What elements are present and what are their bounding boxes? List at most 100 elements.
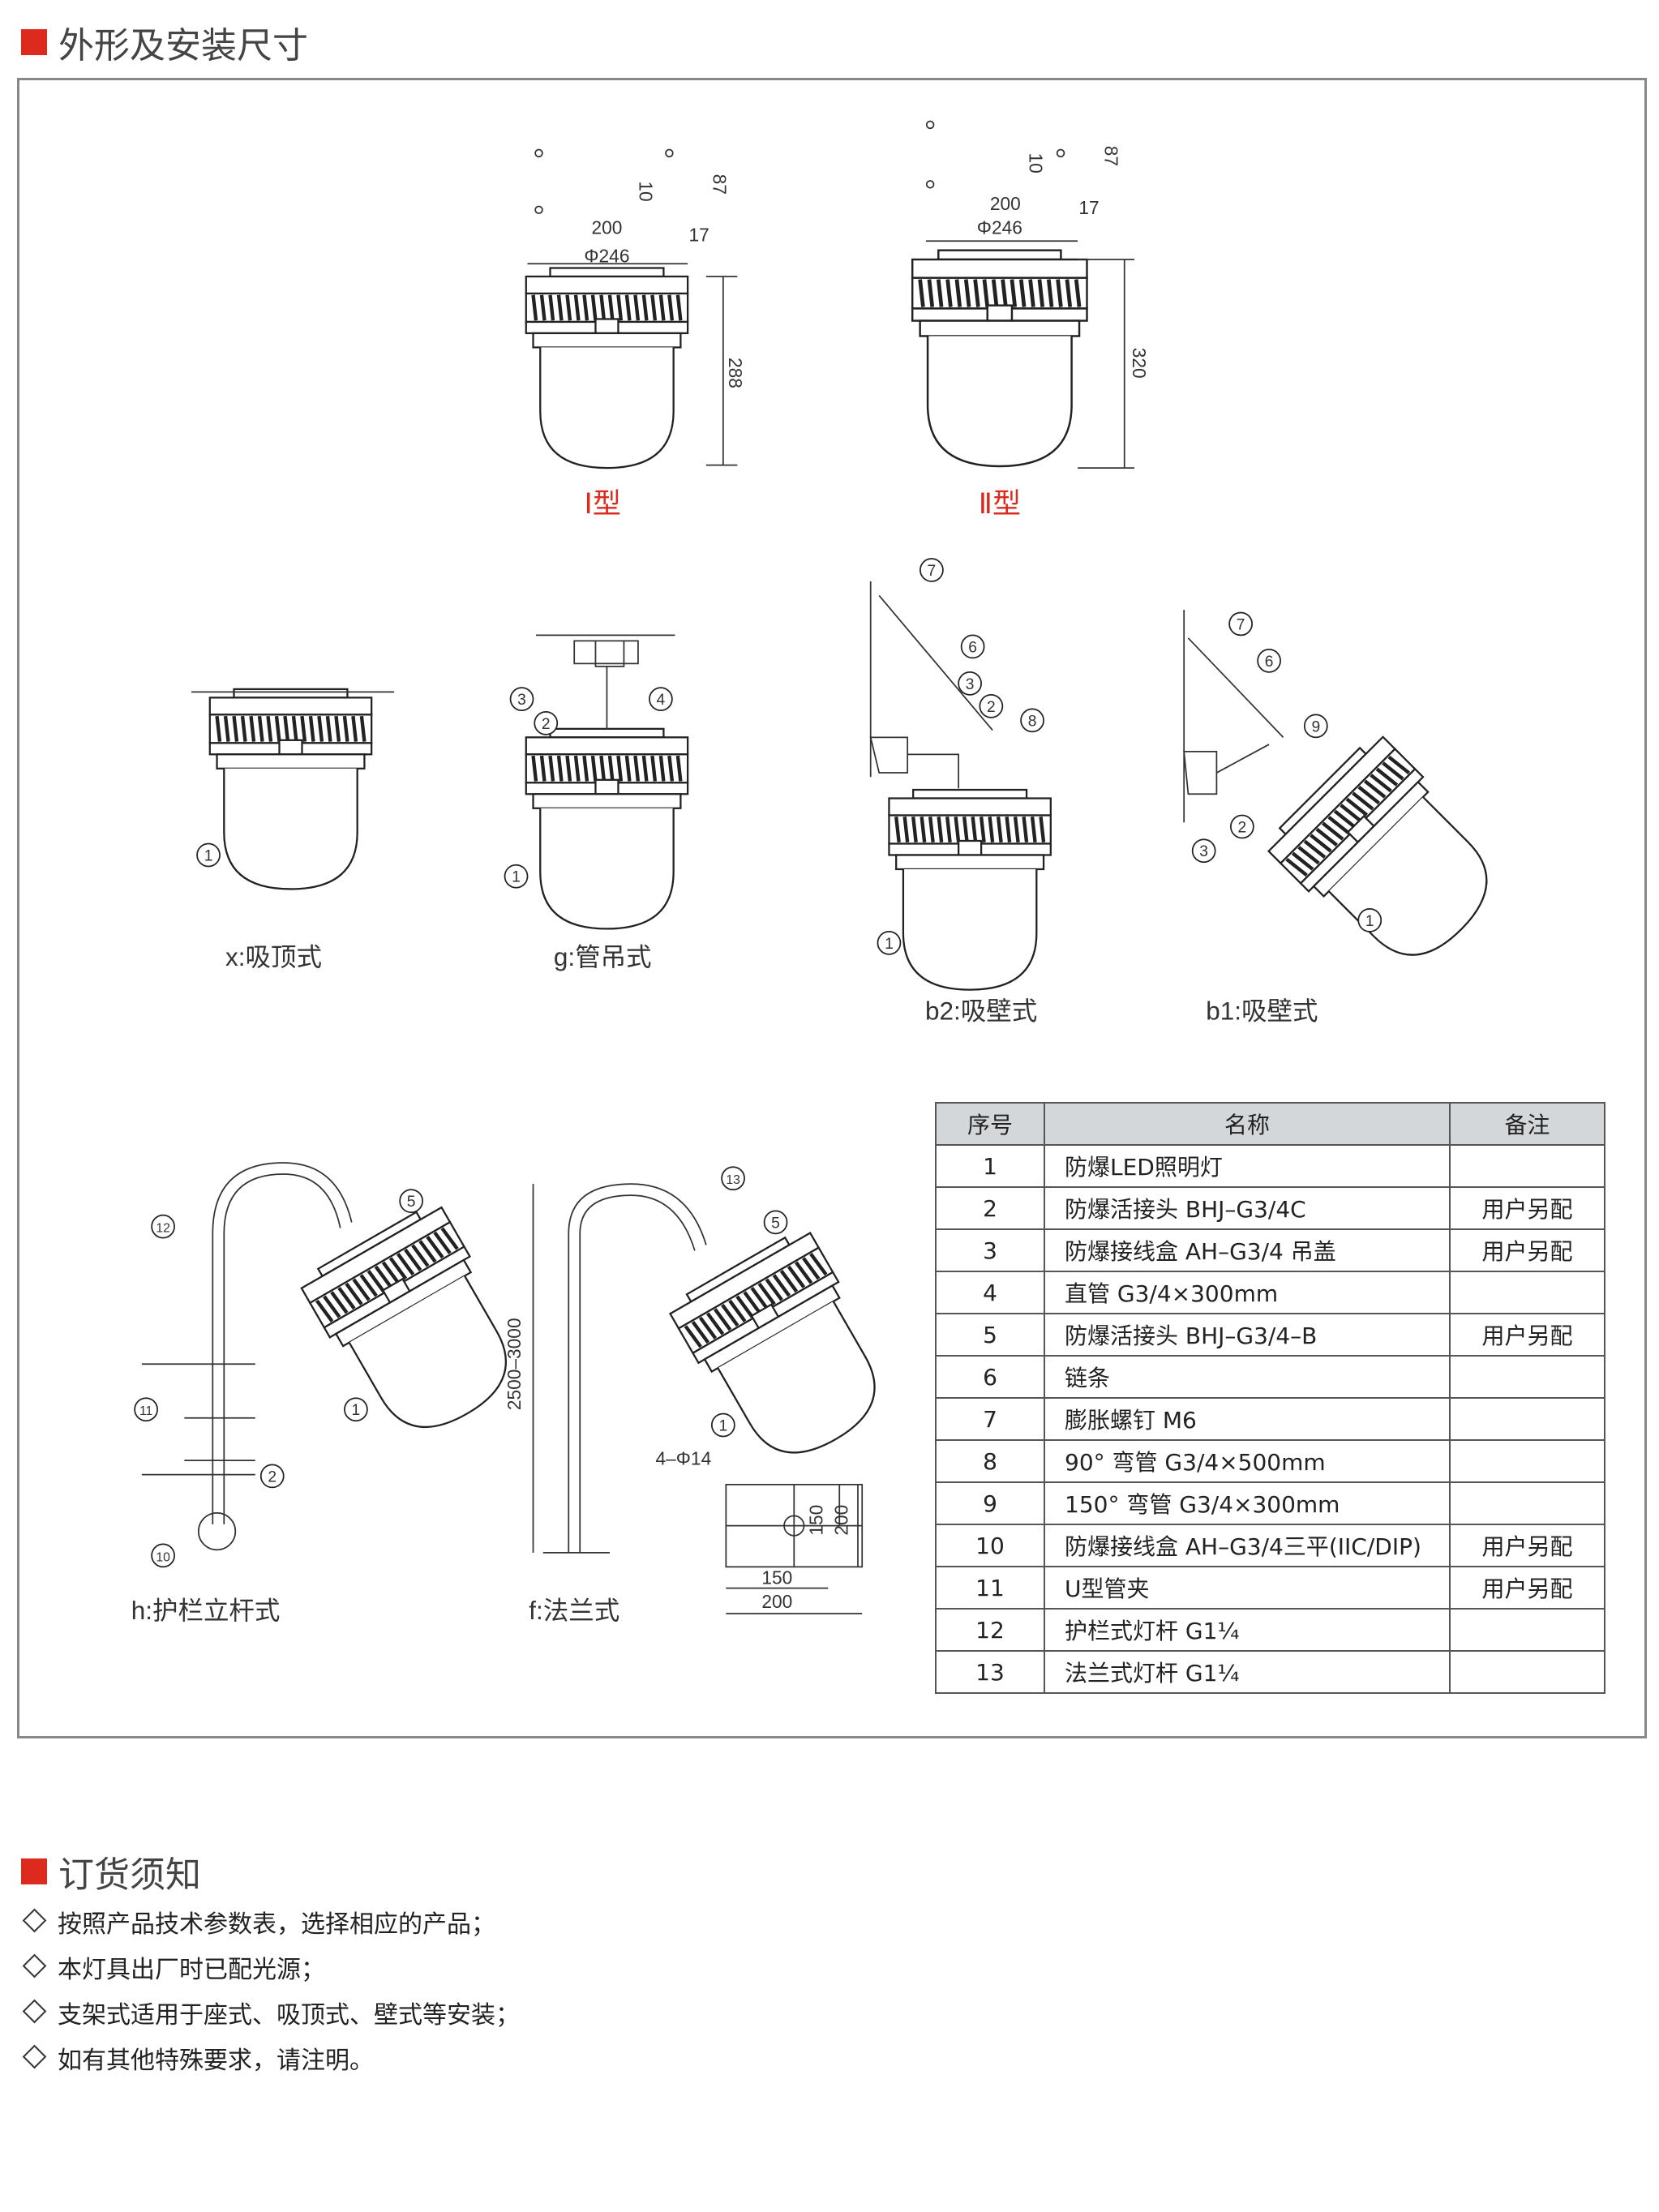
lamp-wall-b2 <box>889 790 1050 990</box>
callout-number: 1 <box>885 936 894 953</box>
dim-label: 10 <box>1026 152 1047 173</box>
dim-label: 17 <box>1078 197 1099 218</box>
drawing-line <box>573 640 639 665</box>
cell-remark: 用户另配 <box>1449 1524 1605 1567</box>
drawing-line <box>568 1183 707 1553</box>
cell-name: 防爆LED照明灯 <box>1044 1144 1451 1188</box>
dimensions-frame <box>17 78 1647 1738</box>
dim-label: 200 <box>761 1591 792 1612</box>
lamp-wall-b1 <box>1262 731 1518 986</box>
hole-marker <box>1056 148 1065 158</box>
lamp-type-2 <box>912 251 1087 466</box>
cell-no: 2 <box>935 1186 1045 1230</box>
callout-circle <box>1020 708 1044 733</box>
callout-number: 7 <box>1237 616 1245 633</box>
callout-number: 9 <box>1311 718 1320 735</box>
callout-number: 1 <box>1365 913 1374 930</box>
cell-name: 90° 弯管 G3/4×500mm <box>1044 1439 1451 1483</box>
cell-no: 13 <box>935 1650 1045 1694</box>
section-title: 外形及安装尺寸 <box>58 25 308 66</box>
diamond-icon <box>22 1999 47 2024</box>
callout-circle <box>763 1210 788 1235</box>
callout-circle <box>344 1397 368 1422</box>
callout-number: 6 <box>1265 654 1274 671</box>
cell-remark <box>1449 1439 1605 1483</box>
col-header-name: 名称 <box>1044 1102 1451 1146</box>
drawing-line <box>212 1162 353 1524</box>
callout-number: 4 <box>657 692 666 709</box>
drawing-line <box>783 1515 805 1537</box>
section-title: 订货须知 <box>58 1854 201 1896</box>
callout-circle <box>1257 649 1281 673</box>
diamond-icon <box>22 1953 47 1978</box>
callout-number: 8 <box>1028 713 1037 730</box>
drawing-line <box>1187 637 1284 738</box>
callout-number: 2 <box>542 716 551 733</box>
cell-no: 10 <box>935 1524 1045 1567</box>
dim-label: 87 <box>709 174 731 195</box>
dim-label: 2500–3000 <box>504 1318 525 1410</box>
hole-marker <box>925 180 935 189</box>
lamp-pendant-g <box>526 729 688 929</box>
cell-name: 防爆接线盒 AH–G3/4 吊盖 <box>1044 1228 1451 1272</box>
callout-number: 11 <box>139 1404 152 1418</box>
dim-label: 200 <box>831 1505 852 1536</box>
dim-label: 200 <box>591 217 622 238</box>
caption-h: h:护栏立杆式 <box>131 1597 281 1625</box>
callout-circle <box>649 687 673 711</box>
section-heading-ordering: 订货须知 <box>21 1845 201 1897</box>
callout-circle <box>509 687 534 711</box>
dim-label: 150 <box>805 1505 826 1536</box>
cell-no: 7 <box>935 1397 1045 1441</box>
section-heading-dimensions: 外形及安装尺寸 <box>21 16 308 68</box>
cell-no: 1 <box>935 1144 1045 1188</box>
callout-circle <box>979 693 1004 718</box>
callout-number: 3 <box>517 692 526 709</box>
callout-circle <box>1230 814 1254 839</box>
callout-circle <box>259 1464 285 1489</box>
hole-marker <box>534 148 543 158</box>
dim-label: 87 <box>1100 146 1121 166</box>
callout-circle <box>960 634 985 659</box>
note-item: 如有其他特殊要求，请注明。 <box>21 2043 520 2089</box>
cell-name: 防爆活接头 BHJ–G3/4C <box>1044 1186 1451 1230</box>
hole-marker <box>925 120 935 130</box>
callout-number: 1 <box>718 1417 727 1434</box>
callout-circle <box>196 842 221 868</box>
note-item: 按照产品技术参数表，选择相应的产品； <box>21 1907 520 1953</box>
cell-remark: 用户另配 <box>1449 1186 1605 1230</box>
cell-remark <box>1449 1608 1605 1652</box>
callout-number: 12 <box>156 1222 169 1236</box>
drawing-line <box>141 1363 255 1476</box>
cell-remark: 用户另配 <box>1449 1313 1605 1357</box>
note-text: 本灯具出厂时已配光源； <box>58 1956 325 1984</box>
hole-marker <box>534 205 543 215</box>
callout-circle <box>134 1397 158 1422</box>
dim-label: Φ246 <box>977 217 1022 238</box>
callout-number: 2 <box>1238 819 1247 836</box>
dim-label: 150 <box>761 1567 792 1588</box>
cell-no: 12 <box>935 1608 1045 1652</box>
caption-x: x:吸顶式 <box>225 943 322 971</box>
caption-b1: b1:吸壁式 <box>1206 997 1318 1025</box>
cell-remark <box>1449 1481 1605 1525</box>
callout-number: 2 <box>987 699 996 716</box>
callout-number: 10 <box>156 1550 170 1564</box>
callout-number: 2 <box>268 1468 276 1485</box>
callout-number: 13 <box>726 1173 740 1187</box>
drawing-line <box>527 240 1134 469</box>
diamond-icon <box>22 1908 47 1933</box>
cell-remark <box>1449 1397 1605 1441</box>
drawing-line <box>726 1587 863 1614</box>
drawing-line <box>869 736 960 789</box>
